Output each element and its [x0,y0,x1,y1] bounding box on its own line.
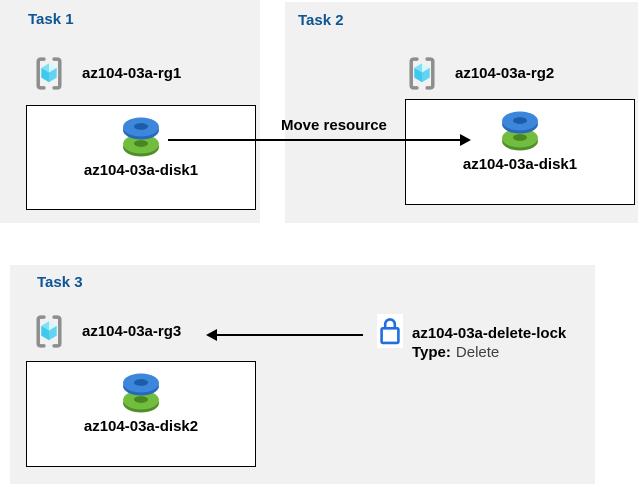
disk-name: az104-03a-disk1 [462,156,578,173]
disk-name: az104-03a-disk1 [83,162,199,179]
lock-type-line: Type:Delete [412,343,566,362]
task1-heading: Task 1 [28,11,74,28]
task3-resource-box: az104-03a-disk2 [26,361,256,467]
lock-arrow-line [216,334,363,336]
lock-type-label: Type: [412,344,451,361]
move-resource-label: Move resource [281,117,387,134]
disk-icon [119,113,163,159]
lock-arrow-head [206,328,217,341]
resource-group-icon [34,55,64,92]
resource-group-name: az104-03a-rg2 [455,65,555,82]
task3-resource-group: az104-03a-rg3 [34,313,181,350]
task3-heading: Task 3 [37,274,83,291]
task1-resource-box: az104-03a-disk1 [26,105,256,210]
resource-group-icon [407,55,437,92]
disk-icon [119,369,163,415]
task2-resource-group: az104-03a-rg2 [407,55,554,92]
move-arrow-head [460,133,471,146]
disk-name: az104-03a-disk2 [83,418,199,435]
task2-resource-box: az104-03a-disk1 [405,99,635,205]
lock-annotation: az104-03a-delete-lock Type:Delete [412,324,566,362]
lock-icon [377,314,403,348]
resource-group-icon [34,313,64,350]
lock-type-value: Delete [455,344,500,361]
task1-resource-group: az104-03a-rg1 [34,55,181,92]
resource-group-name: az104-03a-rg1 [82,65,182,82]
resource-group-name: az104-03a-rg3 [82,323,182,340]
task2-heading: Task 2 [298,12,344,29]
lock-name: az104-03a-delete-lock [412,325,567,342]
move-arrow-line [168,139,460,141]
disk-icon [498,107,542,153]
